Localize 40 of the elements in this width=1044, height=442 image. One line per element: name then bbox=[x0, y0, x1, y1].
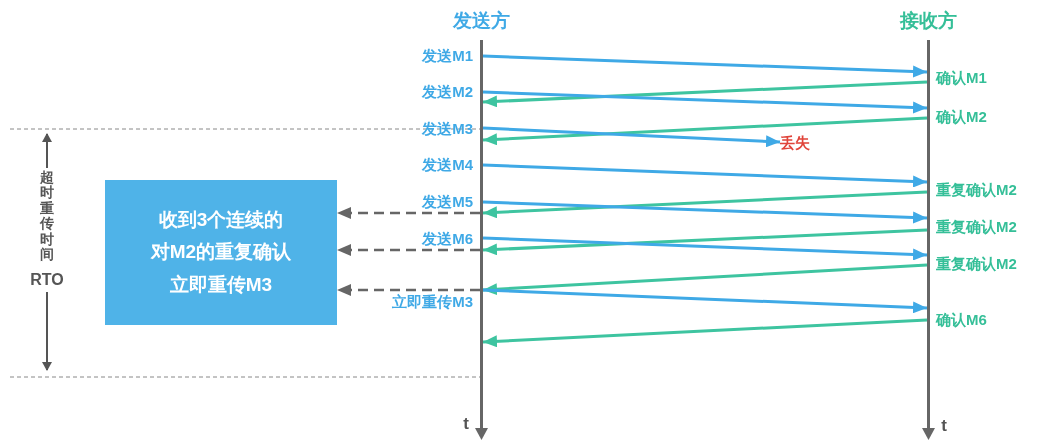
message-arrow bbox=[482, 318, 928, 348]
box-text: 收到3个连续的 bbox=[158, 207, 284, 232]
ack-label: 重复确认M2 bbox=[936, 253, 1017, 274]
ack-label: 确认M1 bbox=[936, 67, 987, 88]
message-arrow bbox=[482, 236, 928, 261]
lifeline-title: 发送方 bbox=[453, 9, 510, 33]
time-axis-label: t bbox=[941, 415, 947, 438]
message-arrow bbox=[482, 190, 928, 219]
message-label: 发送M1 bbox=[422, 45, 473, 66]
process-box bbox=[105, 180, 337, 325]
ack-label: 重复确认M2 bbox=[936, 179, 1017, 200]
dashed-arrow bbox=[337, 207, 480, 219]
message-arrow bbox=[482, 288, 928, 314]
message-arrow bbox=[482, 116, 928, 146]
message-arrow bbox=[482, 80, 928, 108]
message-label: 发送M4 bbox=[422, 154, 473, 175]
lifeline-title: 接收方 bbox=[900, 9, 957, 33]
message-arrow bbox=[482, 90, 928, 114]
box-text: 对M2的重复确认 bbox=[150, 240, 292, 265]
ack-label: 确认M6 bbox=[936, 309, 987, 330]
lost-label: 丢失 bbox=[780, 132, 810, 154]
time-axis-label: t bbox=[463, 413, 469, 436]
message-arrow bbox=[482, 54, 928, 78]
message-arrow bbox=[482, 200, 928, 224]
dashed-arrow bbox=[337, 244, 480, 256]
message-label: 发送M2 bbox=[422, 81, 473, 102]
ack-label: 确认M2 bbox=[936, 106, 987, 127]
dashed-arrow bbox=[337, 284, 480, 296]
message-label: 发送M5 bbox=[422, 191, 473, 212]
message-label: 立即重传M3 bbox=[392, 291, 473, 312]
message-label: 发送M6 bbox=[422, 228, 473, 249]
timeout-label: RTO bbox=[30, 270, 64, 290]
ack-label: 重复确认M2 bbox=[936, 216, 1017, 237]
message-label: 发送M3 bbox=[422, 118, 473, 139]
message-arrow bbox=[482, 163, 928, 188]
timeout-label: 超时重传时间 bbox=[40, 170, 54, 263]
message-arrow bbox=[482, 228, 928, 256]
message-arrow bbox=[482, 126, 781, 148]
message-arrow bbox=[482, 263, 928, 296]
box-text: 立即重传M3 bbox=[169, 272, 273, 297]
